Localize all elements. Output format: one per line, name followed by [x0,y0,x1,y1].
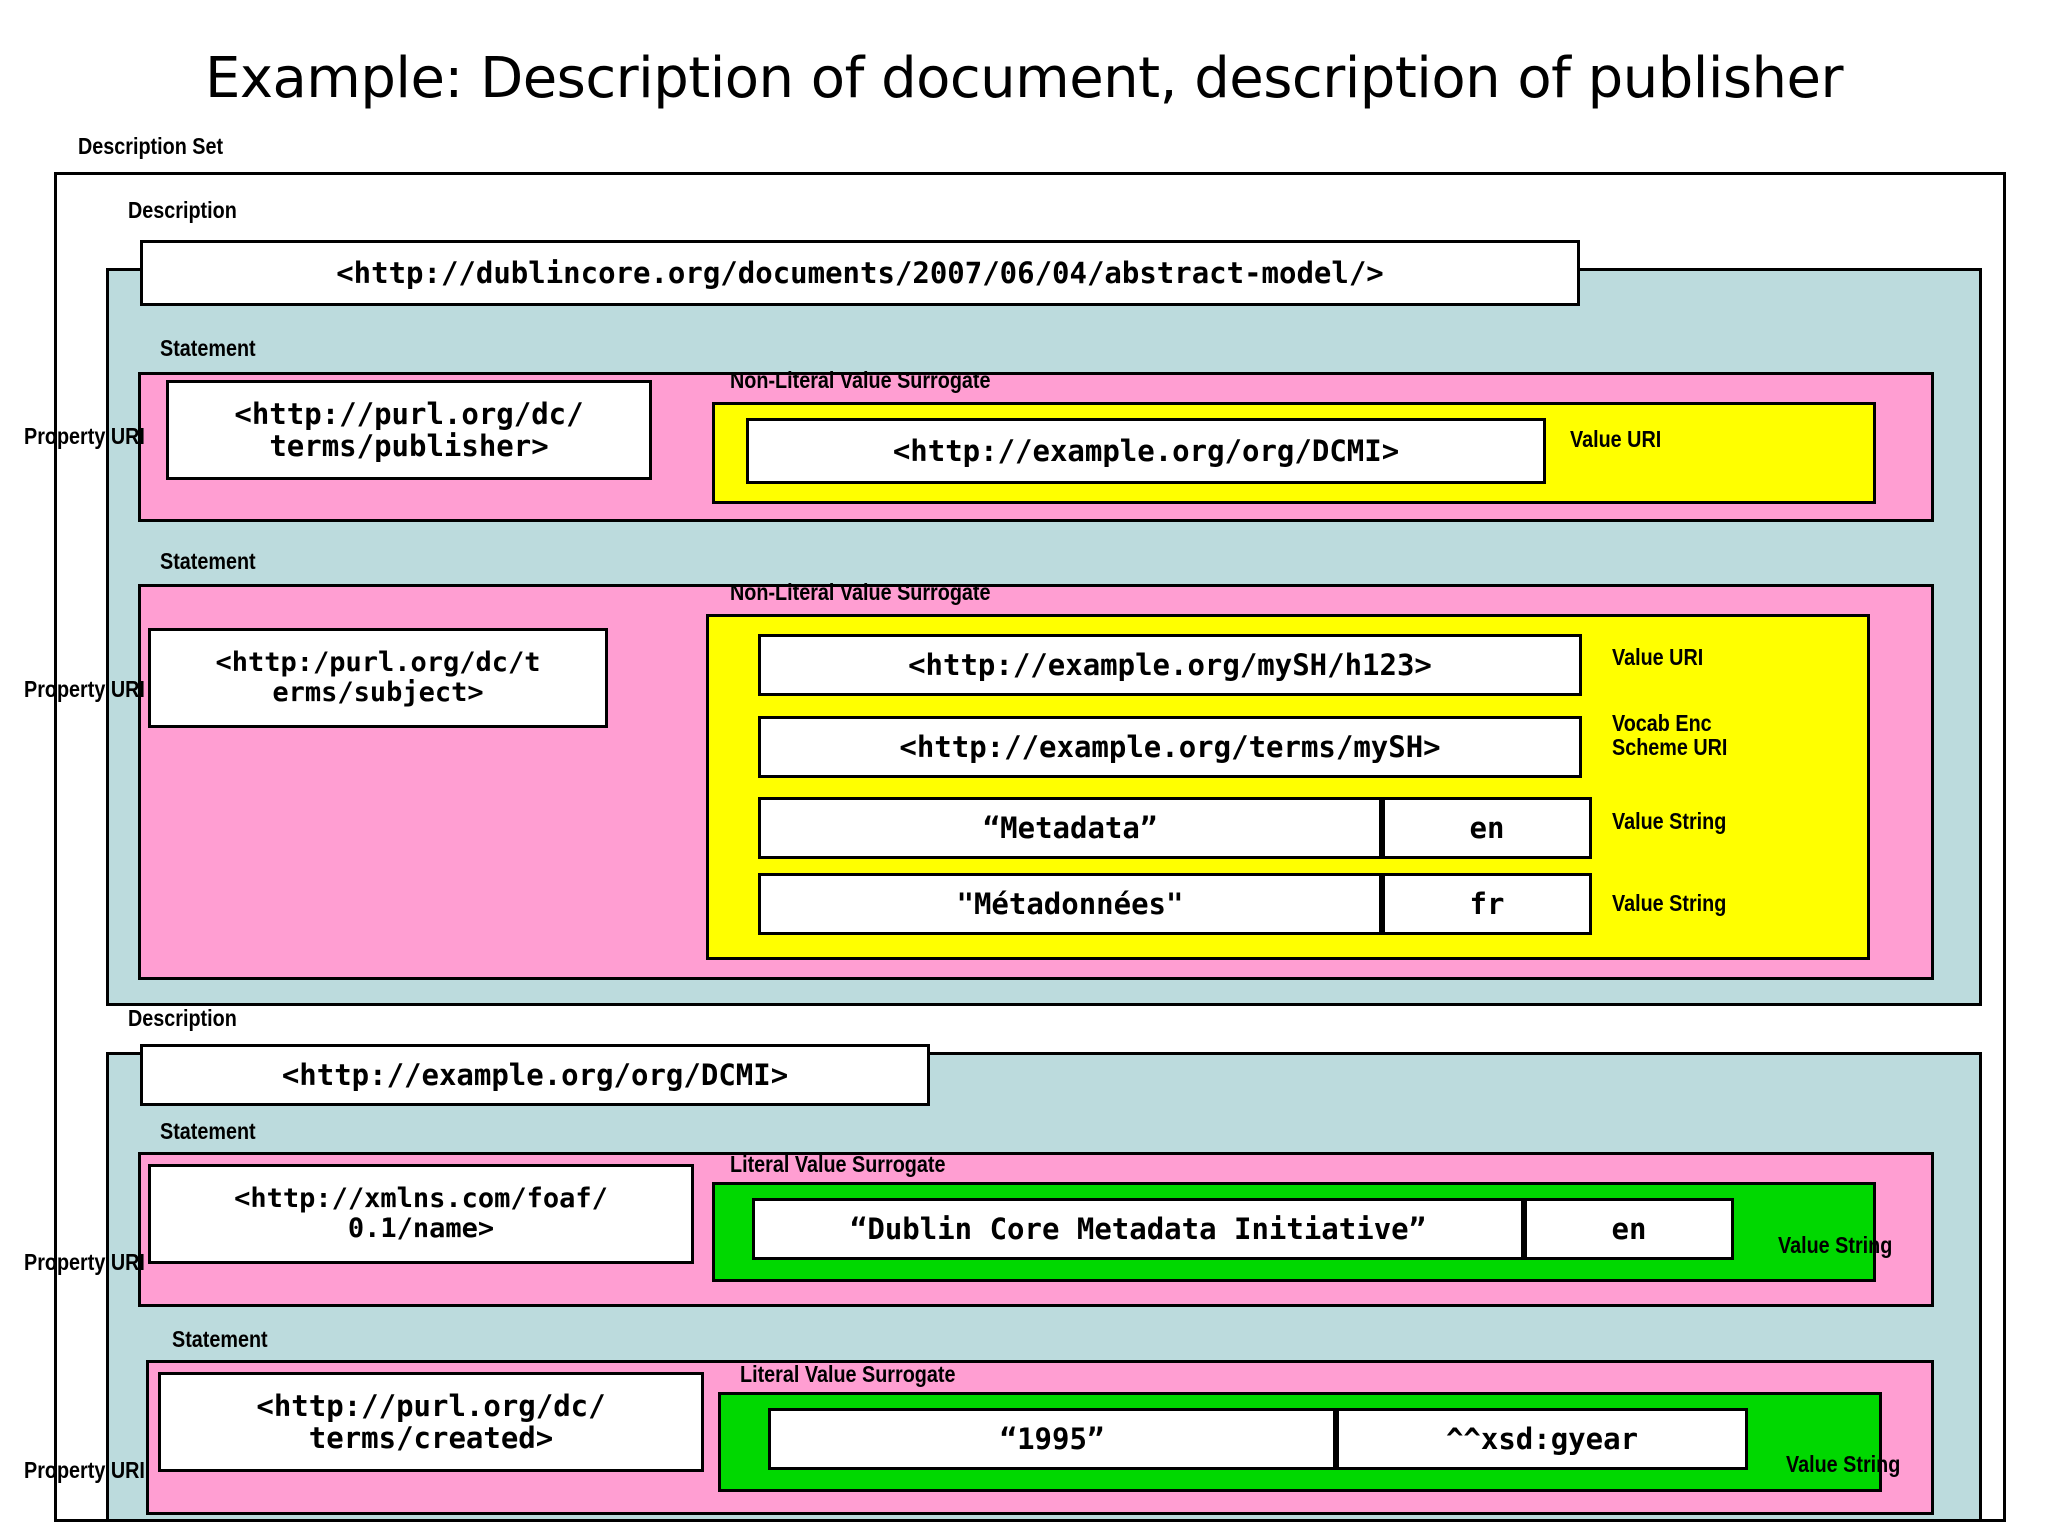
description-1-label: Description [128,197,237,223]
property-uri-label-4: Property URI [24,1457,145,1483]
statement-3-value-string: “Dublin Core Metadata Initiative” [752,1198,1524,1260]
statement-1-label: Statement [160,335,256,361]
statement-3-surrogate-label: Literal Value Surrogate [730,1151,946,1177]
statement-3-property-uri-line1: <http://xmlns.com/foaf/ [234,1182,608,1214]
statement-2-property-uri: <http:/purl.org/dc/t erms/subject> [148,628,608,728]
vocab-enc-line1: Vocab Enc [1612,710,1712,736]
statement-4-property-uri-line2: terms/created> [308,1421,554,1455]
statement-2-vocab-enc-scheme-uri: <http://example.org/terms/mySH> [758,716,1582,778]
statement-3-property-uri-line2: 0.1/name> [347,1213,495,1244]
property-uri-label-2: Property URI [24,676,145,702]
statement-2-label: Statement [160,548,256,574]
statement-1-value-uri: <http://example.org/org/DCMI> [746,418,1546,484]
statement-4-value-string: “1995” [768,1408,1336,1470]
statement-2-value-uri: <http://example.org/mySH/h123> [758,634,1582,696]
description-2-label: Description [128,1005,237,1031]
statement-2-value-string-fr-lang: fr [1382,873,1592,935]
statement-3-value-string-lang: en [1524,1198,1734,1260]
statement-1-property-uri-line1: <http://purl.org/dc/ [234,396,584,431]
statement-2-value-string-en: “Metadata” [758,797,1382,859]
statement-2-surrogate-label: Non-Literal Value Surrogate [730,579,991,605]
statement-2-property-uri-line2: erms/subject> [272,677,484,708]
statement-1-property-uri: <http://purl.org/dc/ terms/publisher> [166,380,652,480]
statement-4-value-string-role-label: Value String [1786,1451,1901,1477]
statement-1-surrogate-label: Non-Literal Value Surrogate [730,367,991,393]
statement-2-value-string-fr-role-label: Value String [1612,890,1727,916]
statement-1-property-uri-line2: terms/publisher> [269,429,549,463]
statement-2-value-string-fr: "Métadonnées" [758,873,1382,935]
property-uri-label-1: Property URI [24,423,145,449]
description-set-label: Description Set [78,133,224,159]
property-uri-label-3: Property URI [24,1249,145,1275]
statement-3-label: Statement [160,1118,256,1144]
statement-2-value-uri-role-label: Value URI [1612,644,1704,670]
statement-1-value-uri-role-label: Value URI [1570,426,1662,452]
statement-4-value-string-datatype: ^^xsd:gyear [1336,1408,1748,1470]
vocab-enc-line2: Scheme URI [1612,734,1728,761]
statement-4-label: Statement [172,1326,268,1352]
statement-2-property-uri-line1: <http:/purl.org/dc/t [215,646,541,678]
statement-2-value-string-en-lang: en [1382,797,1592,859]
description-2-resource-uri: <http://example.org/org/DCMI> [140,1044,930,1106]
statement-4-property-uri: <http://purl.org/dc/ terms/created> [158,1372,704,1472]
statement-2-value-string-en-role-label: Value String [1612,808,1727,834]
statement-4-property-uri-line1: <http://purl.org/dc/ [256,1388,606,1423]
page-title: Example: Description of document, descri… [204,46,1844,111]
description-1-resource-uri: <http://dublincore.org/documents/2007/06… [140,240,1580,306]
statement-3-value-string-role-label: Value String [1778,1232,1893,1258]
statement-4-surrogate-label: Literal Value Surrogate [740,1361,956,1387]
statement-3-property-uri: <http://xmlns.com/foaf/ 0.1/name> [148,1164,694,1264]
statement-2-vocab-enc-scheme-role-label: Vocab Enc Scheme URI [1612,711,1801,759]
